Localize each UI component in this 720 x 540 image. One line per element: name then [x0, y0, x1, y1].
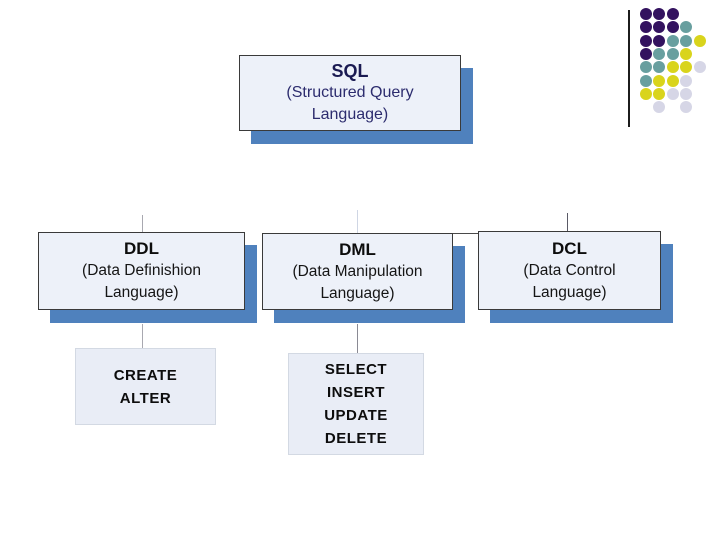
dot-pattern-decoration [640, 8, 716, 120]
connector-line-dcl-top [567, 213, 568, 231]
decorative-dot [680, 87, 693, 100]
decorative-dot [640, 47, 652, 60]
box-title: DCL [552, 238, 587, 258]
decorative-dot [666, 61, 679, 74]
connector-line-dml-top [357, 210, 358, 233]
decorative-dot [653, 8, 666, 20]
command-label: INSERT [326, 384, 385, 401]
decorative-dot [653, 87, 666, 100]
connector-line-ddl-top [142, 215, 143, 232]
decorative-dot [653, 61, 666, 74]
decorative-dot [640, 87, 652, 100]
decorative-dot [666, 34, 679, 47]
box-subtitle-line: Language) [320, 284, 395, 302]
dml-box: DML (Data Manipulation Language) [262, 233, 453, 310]
decorative-dot [640, 74, 652, 87]
decorative-dot [680, 61, 693, 74]
command-label: UPDATE [324, 407, 388, 424]
decorative-dot [653, 21, 666, 34]
box-subtitle-line: (Data Manipulation [292, 262, 423, 280]
command-label: SELECT [324, 361, 388, 378]
decorative-dot [640, 8, 652, 20]
dcl-box: DCL (Data Control Language) [478, 231, 661, 310]
box-subtitle-line: Language) [104, 284, 179, 301]
decorative-dot [653, 101, 666, 114]
decorative-dot [693, 34, 706, 47]
connector-line-dml-bottom [357, 324, 358, 353]
connector-line-dml-dcl-gap [453, 233, 478, 234]
command-label: DELETE [324, 430, 388, 447]
box-title: SQL [331, 61, 369, 81]
box-subtitle-line: Language) [311, 106, 389, 123]
box-title: DDL [124, 239, 159, 258]
decorative-dot [680, 101, 693, 114]
decorative-dot [666, 21, 679, 34]
decorative-dot [680, 21, 693, 34]
decorative-dot [653, 47, 666, 60]
box-title: DML [339, 239, 376, 259]
sql-root-box: SQL (Structured Query Language) [239, 55, 461, 131]
decorative-dot [666, 47, 679, 60]
decorative-dot [653, 34, 666, 47]
decorative-dot [666, 74, 679, 87]
connector-line-ddl-bottom [142, 324, 143, 348]
ddl-commands-box: CREATE ALTER [75, 348, 216, 425]
decorative-dot [640, 21, 652, 34]
accent-vertical-line [628, 10, 630, 127]
command-label: ALTER [119, 389, 172, 407]
decorative-dot [680, 47, 693, 60]
decorative-dot [666, 8, 679, 20]
box-subtitle-line: (Data Control [523, 261, 616, 279]
box-subtitle-line: Language) [532, 283, 607, 301]
dml-commands-box: SELECT INSERT UPDATE DELETE [288, 353, 424, 455]
decorative-dot [640, 34, 652, 47]
command-label: CREATE [113, 366, 178, 384]
decorative-dot [640, 61, 652, 74]
box-subtitle-line: (Structured Query [286, 84, 414, 101]
ddl-box: DDL (Data Definishion Language) [38, 232, 245, 310]
decorative-dot [653, 74, 666, 87]
decorative-dot [666, 87, 679, 100]
decorative-dot [680, 74, 693, 87]
decorative-dot [680, 34, 693, 47]
decorative-dot [693, 61, 706, 74]
box-subtitle-line: (Data Definishion [82, 262, 201, 279]
